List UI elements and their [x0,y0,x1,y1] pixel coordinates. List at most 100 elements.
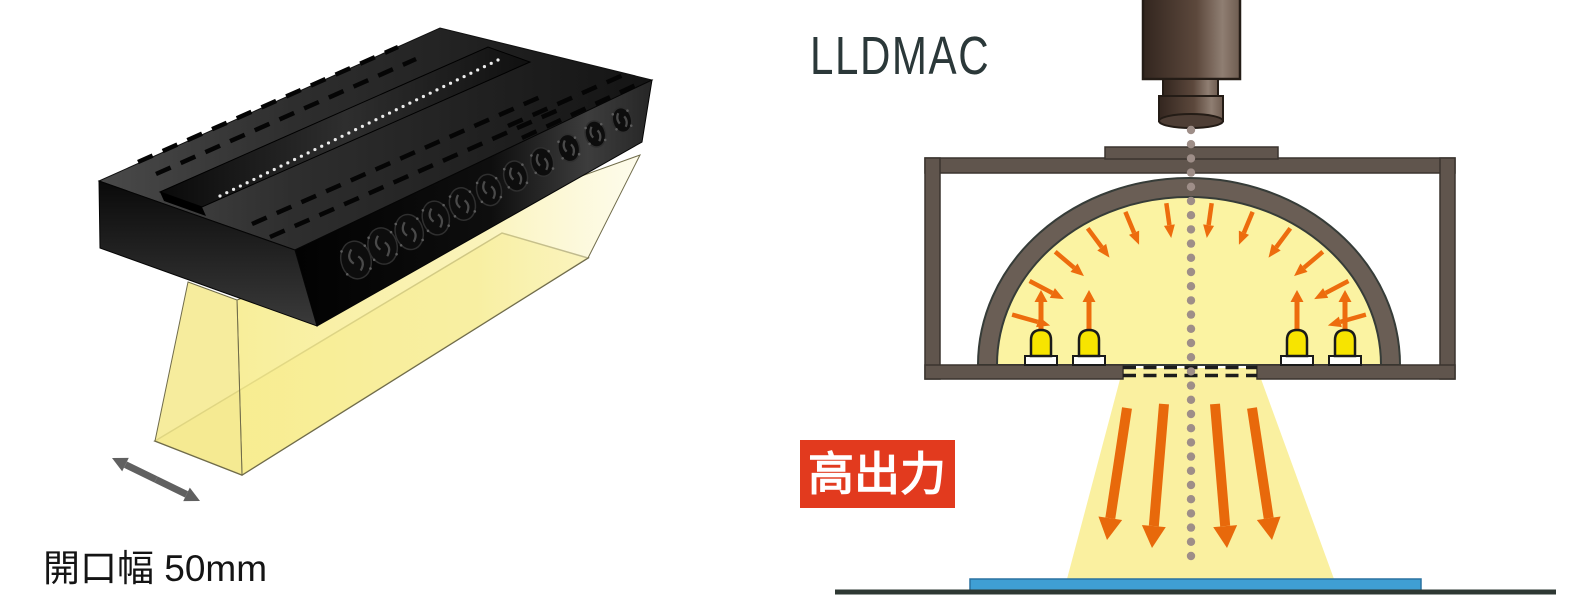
stage-target-blue [969,578,1422,592]
fan-screw [369,267,372,270]
fan-screw [551,167,555,170]
fan-screw [547,149,550,153]
led-dot [225,191,229,195]
radial-arrow-head [1128,230,1140,245]
fan-icon [448,187,477,221]
fan-screw [416,217,419,220]
fan-screw [629,124,633,127]
width-arrow-head [183,487,200,502]
cooling-fans [339,106,633,280]
axis-dot [1186,395,1196,404]
axis-dot [1186,537,1196,546]
led-dot [462,74,466,79]
fan-blade [535,153,541,167]
radial-arrow-shaft [1206,202,1214,226]
fan-screw [367,236,370,240]
axis-dot [1186,509,1196,518]
badge-label: 高出力 [808,448,946,500]
led-dot [455,78,459,82]
led-lamp [1328,290,1362,366]
housing-right-bar [1439,157,1456,380]
axis-dot [1186,168,1196,177]
led-dot [272,167,276,172]
aperture-caption: 開口幅 50mm [43,548,267,589]
fan-screw [421,209,425,212]
fan-screw [557,140,560,144]
led-lamp [1024,290,1058,366]
fan-screw [453,215,457,218]
fan-ring [367,227,399,265]
fan-screw [394,222,398,226]
fan-screw [611,113,615,116]
fan-screw [448,195,452,198]
led-dot [306,151,310,155]
fan-screw [561,157,564,160]
radial-arrow-shaft [1085,226,1104,249]
led-dot [408,101,412,105]
led-dot [265,171,270,175]
width-arrow-shaft [154,476,189,498]
led-base [1024,355,1058,366]
axis-dot [1186,324,1196,333]
fan-blade [623,115,628,128]
fan-icon [584,120,607,148]
housing-left-bar [924,157,941,380]
fan-screw [534,171,538,175]
led-dot [374,118,378,122]
radial-arrow-head [1327,316,1342,328]
beam-arrow-head [1141,525,1166,548]
axis-dot [1186,211,1196,220]
camera-mount [1162,78,1219,97]
fan-screw [626,109,629,112]
fan-screw [340,250,343,253]
fan-screw [421,238,424,242]
fan-screw [525,181,529,185]
output-beam [1067,368,1334,579]
fan-blade [517,171,523,185]
dome-reflection-arrows [1011,202,1367,328]
axis-dot [1186,225,1196,234]
fan-blade [482,180,488,195]
led-dot [489,61,493,65]
led-dot [394,108,398,112]
fan-screw [395,252,398,256]
fan-icon [339,240,373,280]
housing-floor-right [1256,364,1456,380]
radial-arrow-head [1203,224,1215,238]
radial-arrow-head [1036,316,1051,328]
fan-screw [521,163,524,166]
fan-screw [584,126,587,130]
fan-blade [348,248,355,265]
axis-dot [1186,282,1196,291]
axis-dot [1186,338,1196,348]
radial-arrow-shaft [1164,202,1172,226]
fan-blade [570,143,576,157]
radial-arrow-shaft [1324,279,1350,296]
fan-icon [475,173,503,207]
axis-dot [1186,353,1196,362]
led-dot [299,154,303,158]
fan-screw [499,195,503,199]
led-dot [326,141,331,145]
fan-icon [557,133,581,163]
line-light-render: 開口幅 50mm [43,27,654,589]
fan-blade [543,157,549,171]
led-lamp [1072,290,1106,366]
led-dot [292,157,297,162]
fan-blade [562,139,568,153]
axis-dot [1186,452,1196,461]
radial-arrow-head [1294,263,1308,277]
led-dot [231,187,236,191]
radial-arrow-shaft [1274,226,1293,249]
beam-left-face [154,281,243,476]
led-bar-strip-edge [160,192,206,216]
axis-dot [1186,409,1196,419]
led-dot [320,144,324,148]
fan-icon [530,146,555,178]
fan-screw [577,152,581,156]
axis-dot [1186,140,1196,149]
led-base [1072,355,1106,366]
housing-frame [924,146,1456,380]
radial-arrow-shaft [1123,210,1137,234]
